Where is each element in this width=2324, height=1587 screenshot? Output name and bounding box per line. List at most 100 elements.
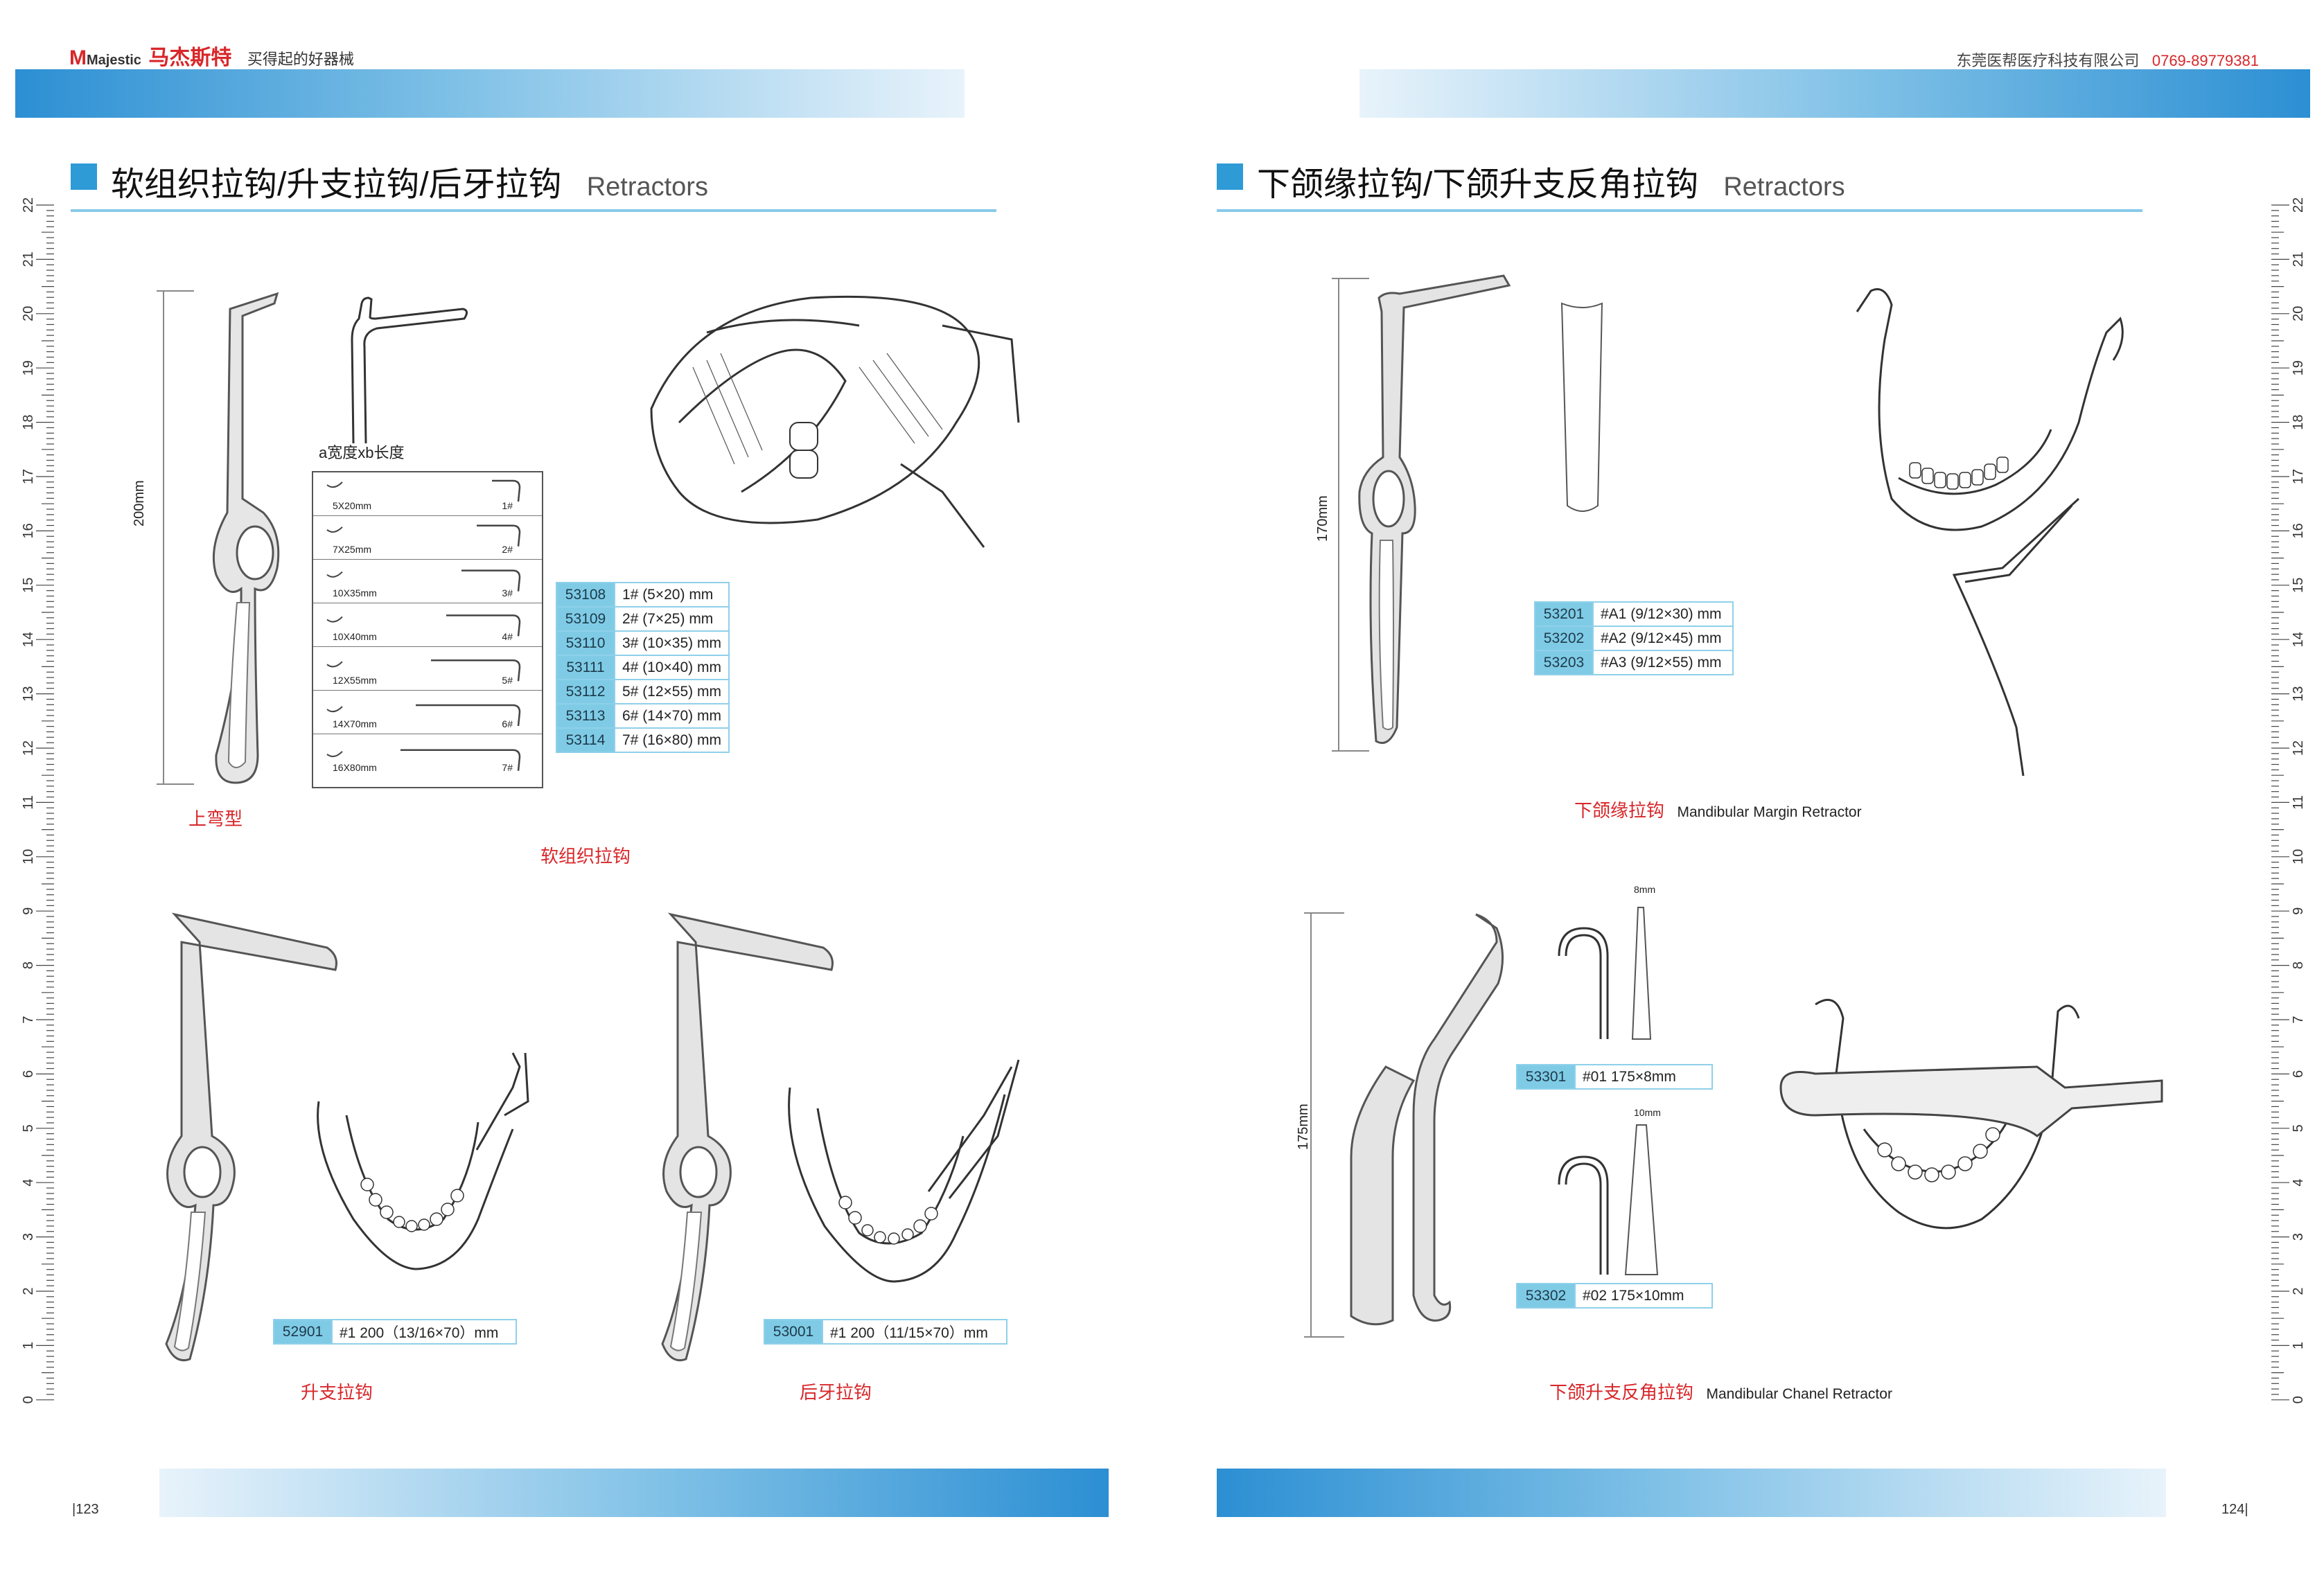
margin-table: 53201#A1 (9/12×30) mm 53202#A2 (9/12×45)… xyxy=(1534,601,1734,675)
size-dim: 10X35mm xyxy=(333,587,377,599)
product-code: 53112 xyxy=(556,679,615,704)
table-row: 53202#A2 (9/12×45) mm xyxy=(1534,626,1734,651)
ruler-label: 19 xyxy=(2291,360,2306,375)
ruler-label: 1 xyxy=(21,1342,36,1349)
product-code: 53109 xyxy=(556,606,615,632)
product-code: 53110 xyxy=(556,630,615,656)
product-desc: 5# (12×55) mm xyxy=(614,679,730,704)
ruler-label: 21 xyxy=(2291,251,2306,267)
table-row: 53302#02 175×10mm xyxy=(1516,1283,1713,1309)
size-dim: 5X20mm xyxy=(333,500,372,511)
ruler-label: 14 xyxy=(2291,632,2306,647)
ruler-label: 21 xyxy=(21,251,36,267)
ruler-label: 2 xyxy=(21,1287,36,1295)
ruler-label: 17 xyxy=(21,469,36,484)
table-row: 53203#A3 (9/12×55) mm xyxy=(1534,650,1734,675)
product-desc: #A3 (9/12×55) mm xyxy=(1592,650,1734,675)
ruler-label: 5 xyxy=(2291,1124,2306,1132)
caption-margin-cn: 下颌缘拉钩 xyxy=(1574,800,1665,821)
ruler-label: 10 xyxy=(2291,849,2306,865)
product-desc: #1 200（11/15×70）mm xyxy=(822,1319,1007,1345)
product-desc: #02 175×10mm xyxy=(1574,1283,1713,1309)
ruler-label: 4 xyxy=(21,1179,36,1187)
chanel-retractor-image xyxy=(1304,912,1504,1338)
hook-profile-icon xyxy=(492,479,521,502)
product-desc: #1 200（13/16×70）mm xyxy=(331,1319,517,1345)
size-dim: 7X25mm xyxy=(333,544,372,555)
brand-en: Majestic xyxy=(87,53,141,68)
hook-cross-section-icon xyxy=(326,571,343,578)
product-desc: 6# (14×70) mm xyxy=(614,703,730,729)
company-phone: 0769-89779381 xyxy=(2151,52,2259,69)
product-code: 53203 xyxy=(1534,650,1594,675)
size-grid-header: a宽度xb长度 xyxy=(319,444,405,461)
hook-cross-section-icon xyxy=(326,481,343,488)
tip-width-10: 10mm xyxy=(1634,1107,1661,1118)
hook-cross-section-icon xyxy=(326,616,343,623)
posterior-mandible-illustration xyxy=(788,1059,1020,1283)
size-dim: 10X40mm xyxy=(333,631,377,642)
margin-mandible-illustration xyxy=(1856,288,2124,777)
ruler-label: 8 xyxy=(21,961,36,969)
margin-retractor-image xyxy=(1332,274,1511,752)
ruler-label: 10 xyxy=(21,849,36,865)
ruler-label: 16 xyxy=(2291,523,2306,538)
ruler-label: 7 xyxy=(21,1016,36,1023)
table-row: 53201#A1 (9/12×30) mm xyxy=(1534,601,1734,627)
chanel-tip-profile-2 xyxy=(1558,1124,1659,1275)
ruler-label: 22 xyxy=(21,197,36,213)
ruler-label: 0 xyxy=(2291,1396,2306,1403)
product-code: 53111 xyxy=(556,655,615,680)
length-label-200: 200mm xyxy=(132,480,147,526)
soft-tissue-retractor-image xyxy=(157,290,280,785)
right-title-underline xyxy=(1217,209,2142,212)
size-dim: 14X70mm xyxy=(333,718,377,729)
size-no: 6# xyxy=(502,718,513,729)
posterior-table: 53001#1 200（11/15×70）mm xyxy=(764,1319,1007,1345)
ruler-label: 9 xyxy=(21,907,36,915)
product-code: 53001 xyxy=(764,1319,823,1345)
hook-profile-icon xyxy=(446,614,521,637)
header-bar-right xyxy=(1359,69,2310,118)
ramus-retractor-image xyxy=(165,912,337,1362)
ruler-label: 17 xyxy=(2291,469,2306,484)
size-no: 7# xyxy=(502,762,513,773)
size-no: 2# xyxy=(502,544,513,555)
product-desc: 7# (16×80) mm xyxy=(614,727,730,753)
caption-soft-tissue: 软组织拉钩 xyxy=(540,846,631,867)
hook-profile-icon xyxy=(461,569,521,592)
caption-posterior: 后牙拉钩 xyxy=(800,1382,872,1403)
hook-cross-section-icon xyxy=(326,751,343,757)
caption-margin-en: Mandibular Margin Retractor xyxy=(1677,804,1862,820)
ruler-label: 18 xyxy=(21,414,36,429)
ruler-label: 13 xyxy=(2291,686,2306,701)
right-title-cn: 下颌缘拉钩/下颌升支反角拉钩 xyxy=(1257,166,1699,203)
left-title-en: Retractors xyxy=(586,172,708,202)
product-desc: #A2 (9/12×45) mm xyxy=(1592,626,1734,651)
caption-chanel-en: Mandibular Chanel Retractor xyxy=(1706,1386,1892,1402)
ruler-label: 7 xyxy=(2291,1016,2306,1023)
footer-bar-right xyxy=(1217,1469,2166,1517)
slogan: 买得起的好器械 xyxy=(247,51,354,68)
chanel-table-1: 53301#01 175×8mm xyxy=(1516,1064,1713,1090)
product-desc: #A1 (9/12×30) mm xyxy=(1592,601,1734,627)
ruler-label: 8 xyxy=(2291,961,2306,969)
size-row: 7X25mm 2# xyxy=(313,516,542,560)
product-desc: #01 175×8mm xyxy=(1574,1064,1713,1090)
product-code: 53202 xyxy=(1534,626,1594,651)
product-code: 53114 xyxy=(556,727,615,753)
hook-profile-icon xyxy=(431,659,521,682)
mouth-illustration xyxy=(650,295,1020,548)
product-code: 53201 xyxy=(1534,601,1594,627)
left-title-cn: 软组织拉钩/升支拉钩/后牙拉钩 xyxy=(111,166,562,203)
